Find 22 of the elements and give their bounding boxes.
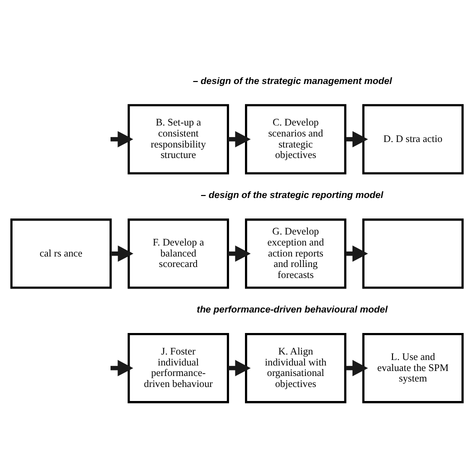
node-box: D. D stra actio [362,104,464,174]
label: – design of the strategic management model [192,74,392,86]
arrow [345,131,368,148]
arrow [110,360,134,376]
node-box: F. Develop a balanced scorecard [128,218,230,289]
node-box: B. Set-up a consistent responsibility structure [128,104,230,174]
arrow [110,246,134,262]
arrow [110,131,134,148]
node-box [362,218,464,289]
node-box: J. Foster individual performance-driven behaviour [128,332,230,404]
node-box: G. Develop exception and action reports and rolling forecasts [244,218,346,289]
node-box: L. Use and evaluate the SPM system [362,332,464,404]
node-box: C. Develop scenarios and strategic objectives [244,104,346,174]
label: the performance-driven behavioural model [196,304,388,315]
node-box: K. Align individual with organisational objectives [244,332,346,404]
arrow [228,360,251,376]
arrow [228,131,251,148]
label: – design of the strategic reporting model [200,189,384,200]
arrow [345,246,368,262]
arrow [228,246,251,262]
arrow [345,360,368,376]
node-box: cal rs ance [10,218,112,289]
